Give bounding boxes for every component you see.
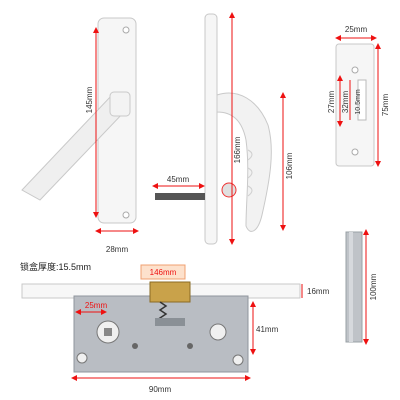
thumb-turn — [221, 182, 237, 198]
lever-rose — [109, 91, 131, 117]
lock-body-height-label: 41mm — [256, 325, 279, 334]
side-view-handle — [155, 13, 272, 245]
strike-slot-height-label: 32mm — [341, 91, 350, 114]
handle-hub-square — [104, 328, 112, 336]
cylinder-hole — [209, 323, 227, 341]
side-plate-height-label: 166mm — [233, 136, 242, 163]
handle-height-label: 106mm — [285, 152, 294, 179]
rivet-1 — [187, 343, 193, 349]
backset-label: 25mm — [85, 301, 108, 310]
strike-slot — [357, 79, 367, 121]
strike-plate — [335, 43, 375, 167]
strike-width-label: 25mm — [345, 25, 368, 34]
latch-bolt — [149, 281, 191, 303]
strike-slot-width-label: 10.5mm — [355, 89, 362, 114]
screw-hole-left — [76, 352, 88, 364]
strike-hole-spacing-label: 27mm — [327, 91, 336, 114]
plate-width-label: 28mm — [106, 245, 129, 254]
faceplate-center-label: 146mm — [150, 268, 177, 277]
lockbox-thickness-label: 锁盒厚度:15.5mm — [20, 261, 91, 272]
square-spindle-bar — [345, 231, 363, 343]
faceplate-size-box — [140, 264, 186, 280]
strike-height-label: 75mm — [381, 94, 390, 117]
screw-hole-right — [232, 354, 244, 366]
spindle — [155, 193, 205, 200]
plate-height-label: 145mm — [85, 86, 94, 113]
spindle-length-label: 45mm — [167, 175, 190, 184]
lock-body-width-label: 90mm — [149, 385, 172, 394]
lock-slider — [155, 318, 185, 326]
front-handle-plate — [21, 17, 137, 224]
side-grip — [216, 92, 272, 232]
faceplate-width-label: 16mm — [307, 287, 330, 296]
spindle-bar-height-label: 100mm — [369, 273, 378, 300]
lock-body — [21, 281, 301, 373]
rivet-2 — [132, 343, 138, 349]
